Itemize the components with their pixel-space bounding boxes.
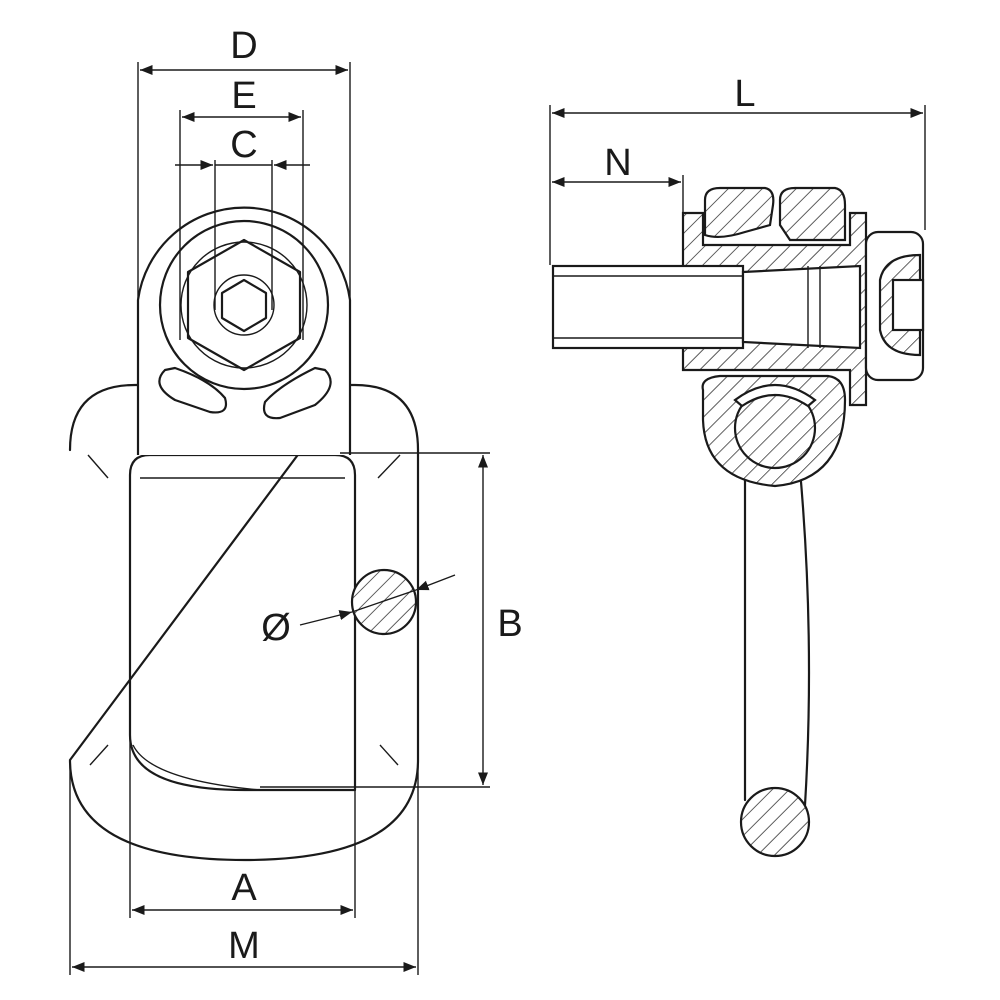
label-m: M: [228, 925, 260, 967]
label-diameter: Ø: [261, 607, 291, 649]
dim-line-diameter: [299, 610, 353, 626]
d-ring-edge-tick: [377, 454, 401, 479]
label-c: C: [230, 124, 257, 166]
label-b: B: [497, 603, 522, 645]
d-ring-inner: [128, 453, 357, 792]
label-l: L: [734, 73, 755, 115]
side-dimensions: L N: [549, 73, 926, 265]
front-dimensions: D E C B Ø A M: [69, 25, 523, 975]
socket-hex: [220, 278, 268, 333]
end-nut-core: [891, 278, 925, 332]
d-ring-edge-tick: [379, 744, 399, 766]
d-ring-edge-tick: [87, 454, 109, 479]
eye-inner-ring: [158, 219, 330, 391]
pin-shaft-body: [741, 264, 862, 350]
slot-right: [262, 366, 332, 420]
hex-nut: [186, 238, 302, 372]
bolt-head-left: [703, 186, 775, 239]
handle-bar: [743, 468, 811, 807]
d-ring-outer: [68, 383, 420, 862]
label-n: N: [604, 142, 631, 184]
retaining-clip: [733, 383, 817, 408]
dim-line-diameter: [351, 589, 417, 613]
d-ring-edge-tick: [89, 744, 109, 766]
front-view: [68, 206, 420, 862]
dim-line-diameter: [415, 574, 456, 591]
pin-cross-section: [350, 568, 418, 636]
label-e: E: [231, 75, 256, 117]
bolt-head-right: [778, 186, 847, 242]
side-view: [551, 186, 925, 858]
d-ring-inner-bottom-curve: [132, 744, 261, 791]
pin-shaft-thread: [551, 264, 745, 350]
socket-circle: [213, 274, 275, 336]
nut-washer: [180, 241, 308, 369]
slot-left: [158, 366, 228, 414]
label-d: D: [230, 25, 257, 67]
label-a: A: [231, 867, 257, 909]
handle-cross-section: [739, 786, 811, 858]
